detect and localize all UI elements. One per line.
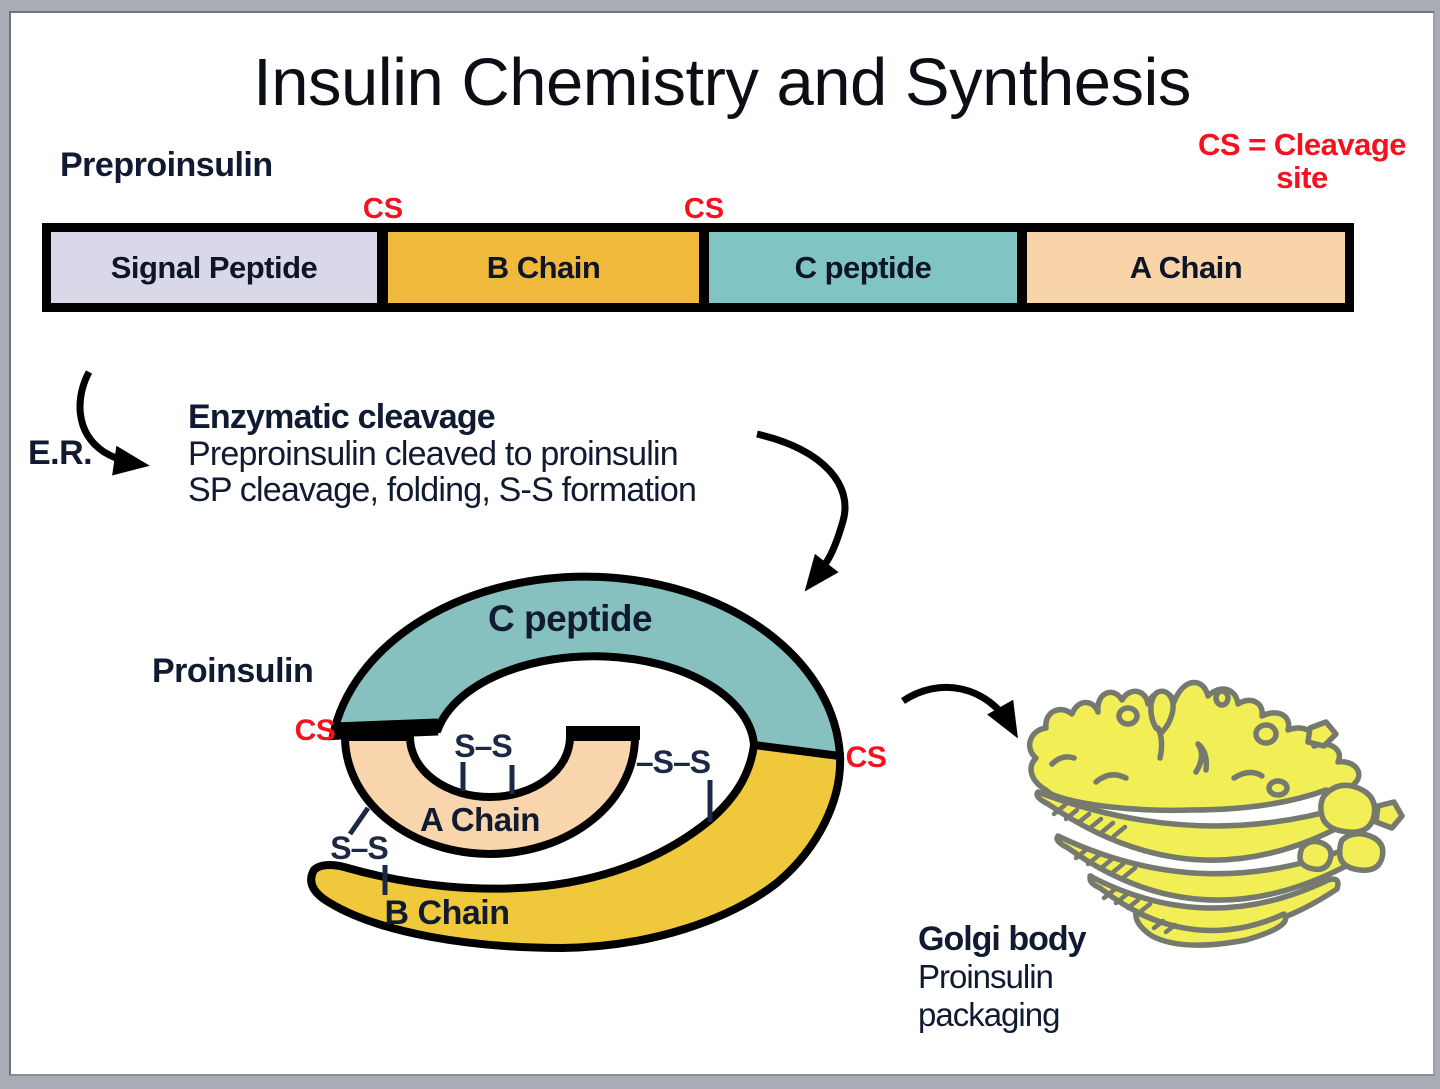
proinsulin-label: Proinsulin [152, 652, 314, 690]
spiral-cs-right: CS [845, 741, 887, 774]
segment-signal-peptide: Signal Peptide [51, 232, 377, 303]
golgi-vesicle [1305, 719, 1339, 749]
bond-top-label: S–S [454, 728, 512, 764]
segment-b-chain: B Chain [388, 232, 699, 303]
golgi-line2: packaging [918, 996, 1060, 1033]
cleavage-mark-1: CS [362, 193, 404, 225]
golgi-caption: Golgi body Proinsulin packaging [918, 920, 1087, 1034]
legend-line1: CS = Cleavage [1197, 127, 1407, 162]
er-label: E.R. [28, 434, 93, 472]
process-text: Enzymatic cleavage Preproinsulin cleaved… [188, 398, 697, 509]
preproinsulin-bar: Signal Peptide B Chain C peptide A Chain [42, 223, 1354, 312]
cleavage-mark-2: CS [683, 193, 725, 225]
proinsulin-illustration [307, 572, 845, 953]
golgi-vesicle-cluster [1318, 782, 1378, 835]
proinsulin-c-peptide-arc [328, 572, 845, 761]
process-heading: Enzymatic cleavage [188, 398, 496, 436]
spiral-b-chain-label: B Chain [384, 894, 510, 932]
to-golgi-arrow [901, 684, 1018, 739]
golgi-vesicle-cluster [1337, 831, 1386, 873]
cleavage-cap-left [333, 718, 439, 740]
segment-c-peptide-label: C peptide [794, 249, 932, 285]
golgi-top-mass [1026, 679, 1362, 814]
preproinsulin-label: Preproinsulin [60, 146, 273, 184]
golgi-vesicle [1116, 705, 1140, 727]
golgi-vesicle [1253, 722, 1279, 746]
er-arrow [76, 370, 150, 476]
to-proinsulin-arrow [756, 430, 849, 592]
segment-c-peptide: C peptide [709, 232, 1017, 303]
cleavage-site-legend: CS = Cleavage site [1192, 128, 1412, 194]
spiral-cs-left: CS [294, 714, 336, 747]
bond-left-label: S–S [330, 830, 388, 866]
golgi-vesicle [1148, 688, 1176, 735]
spiral-a-chain-label: A Chain [420, 801, 540, 838]
golgi-base [1133, 909, 1289, 948]
golgi-vesicle-cluster [1373, 799, 1405, 831]
golgi-body-illustration [1026, 679, 1405, 948]
spiral-c-peptide-label: C peptide [487, 598, 653, 639]
bond-right-label: –S–S [635, 744, 711, 780]
golgi-vesicle [1213, 688, 1231, 708]
process-line2: SP cleavage, folding, S-S formation [188, 471, 697, 509]
golgi-line1: Proinsulin [918, 958, 1054, 995]
segment-signal-peptide-label: Signal Peptide [110, 249, 318, 285]
segment-b-chain-label: B Chain [486, 249, 601, 285]
segment-a-chain-label: A Chain [1129, 249, 1243, 285]
disulfide-bonds [347, 762, 713, 895]
segment-a-chain: A Chain [1027, 232, 1345, 303]
proinsulin-b-chain-arc [307, 740, 845, 953]
process-line1: Preproinsulin cleaved to proinsulin [188, 434, 679, 473]
legend-line2: site [1276, 160, 1328, 195]
golgi-heading: Golgi body [918, 920, 1087, 958]
bond-line [347, 806, 371, 836]
golgi-details [1049, 725, 1290, 798]
golgi-hatching [1051, 802, 1178, 935]
proinsulin-a-chain-arc [340, 733, 640, 858]
golgi-vesicle-cluster [1297, 838, 1334, 873]
slide-title: Insulin Chemistry and Synthesis [253, 45, 1191, 120]
